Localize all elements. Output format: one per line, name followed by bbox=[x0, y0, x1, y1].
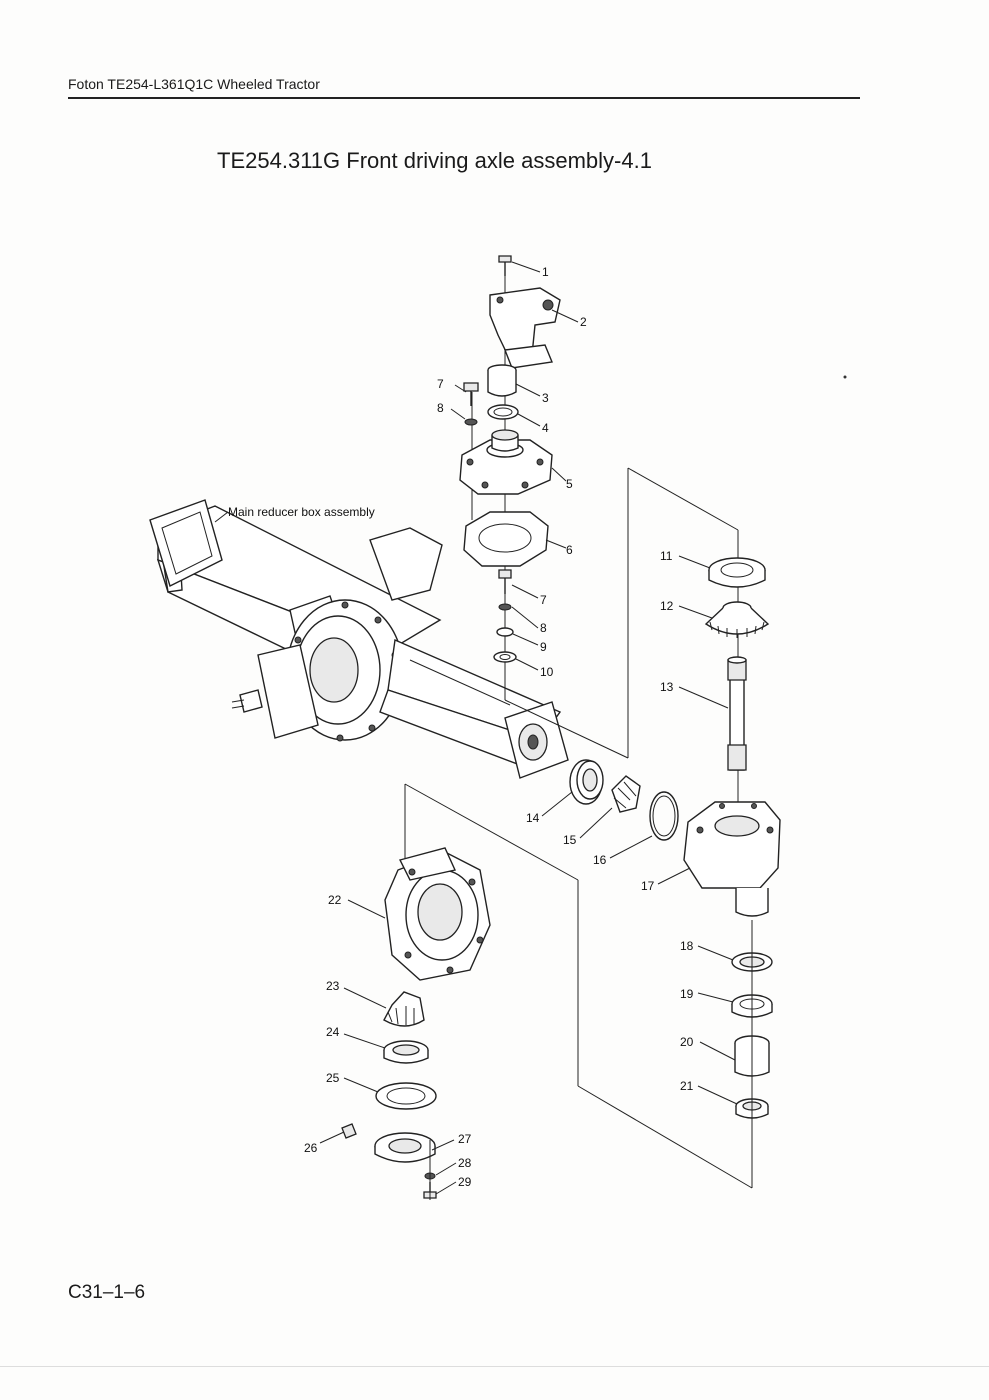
diagram-title: TE254.311G Front driving axle assembly-4… bbox=[217, 148, 652, 173]
part-4-ring bbox=[487, 404, 519, 420]
part-22-final-drive-housing bbox=[384, 847, 491, 981]
callout-25: 25 bbox=[326, 1071, 340, 1085]
callout-8-lower: 8 bbox=[540, 621, 547, 635]
callout-5: 5 bbox=[566, 477, 573, 491]
page-number: C31–1–6 bbox=[68, 1282, 146, 1303]
part-10-nut bbox=[493, 651, 517, 663]
part-14-bearing bbox=[569, 759, 604, 805]
part-13-shaft bbox=[727, 656, 747, 771]
part-8-washer-lower bbox=[498, 603, 512, 611]
callout-7-lower: 7 bbox=[540, 593, 547, 607]
callout-1: 1 bbox=[542, 265, 549, 279]
callout-15: 15 bbox=[563, 833, 577, 847]
callout-17: 17 bbox=[641, 879, 655, 893]
part-3-bushing bbox=[487, 364, 517, 397]
callout-14: 14 bbox=[526, 811, 540, 825]
callout-8-upper: 8 bbox=[437, 401, 444, 415]
callout-24: 24 bbox=[326, 1025, 340, 1039]
part-17-knuckle-housing bbox=[683, 801, 781, 917]
part-7-bolt-upper bbox=[463, 382, 479, 406]
main-reducer-box-label: Main reducer box assembly bbox=[228, 505, 375, 519]
part-8-washer-upper bbox=[464, 418, 478, 426]
callout-27: 27 bbox=[458, 1132, 472, 1146]
callout-18: 18 bbox=[680, 939, 694, 953]
part-24-bearing bbox=[383, 1040, 429, 1064]
callout-numbers: 1 2 3 4 5 6 7 8 7 8 9 10 11 12 13 14 15 … bbox=[304, 265, 694, 1189]
part-25-gasket bbox=[375, 1082, 437, 1110]
callout-12: 12 bbox=[660, 599, 674, 613]
part-23-bevel-gear bbox=[383, 991, 425, 1027]
callout-10: 10 bbox=[540, 665, 554, 679]
callout-11: 11 bbox=[660, 549, 673, 563]
callout-16: 16 bbox=[593, 853, 607, 867]
callout-23: 23 bbox=[326, 979, 340, 993]
part-27-cover bbox=[374, 1132, 436, 1163]
part-1-bolt bbox=[498, 255, 512, 276]
callout-28: 28 bbox=[458, 1156, 472, 1170]
callout-22: 22 bbox=[328, 893, 342, 907]
part-2-steering-arm bbox=[489, 287, 561, 369]
document-title: Foton TE254-L361Q1C Wheeled Tractor bbox=[68, 76, 320, 92]
part-5-kingpin-housing bbox=[459, 429, 553, 495]
callout-4: 4 bbox=[542, 421, 549, 435]
divider bbox=[0, 1366, 989, 1367]
part-16-o-ring bbox=[649, 791, 679, 841]
callout-29: 29 bbox=[458, 1175, 472, 1189]
callout-2: 2 bbox=[580, 315, 587, 329]
callout-3: 3 bbox=[542, 391, 549, 405]
part-9-washer bbox=[496, 627, 514, 637]
callout-20: 20 bbox=[680, 1035, 694, 1049]
page-header: Foton TE254-L361Q1C Wheeled Tractor bbox=[68, 76, 860, 99]
part-6-gasket bbox=[463, 511, 549, 567]
callout-6: 6 bbox=[566, 543, 573, 557]
part-12-bevel-gear bbox=[704, 601, 770, 638]
part-15-bevel-pinion bbox=[611, 775, 641, 813]
callout-26: 26 bbox=[304, 1141, 318, 1155]
callout-21: 21 bbox=[680, 1079, 694, 1093]
part-11-bearing bbox=[708, 557, 766, 588]
part-26-plug bbox=[341, 1123, 357, 1139]
callout-19: 19 bbox=[680, 987, 694, 1001]
callout-13: 13 bbox=[660, 680, 674, 694]
part-7-bolt-lower bbox=[498, 569, 512, 594]
callout-7-upper: 7 bbox=[437, 377, 444, 391]
main-reducer-box-assembly bbox=[149, 499, 569, 779]
callout-9: 9 bbox=[540, 640, 547, 654]
callout-leaders bbox=[319, 261, 738, 1195]
